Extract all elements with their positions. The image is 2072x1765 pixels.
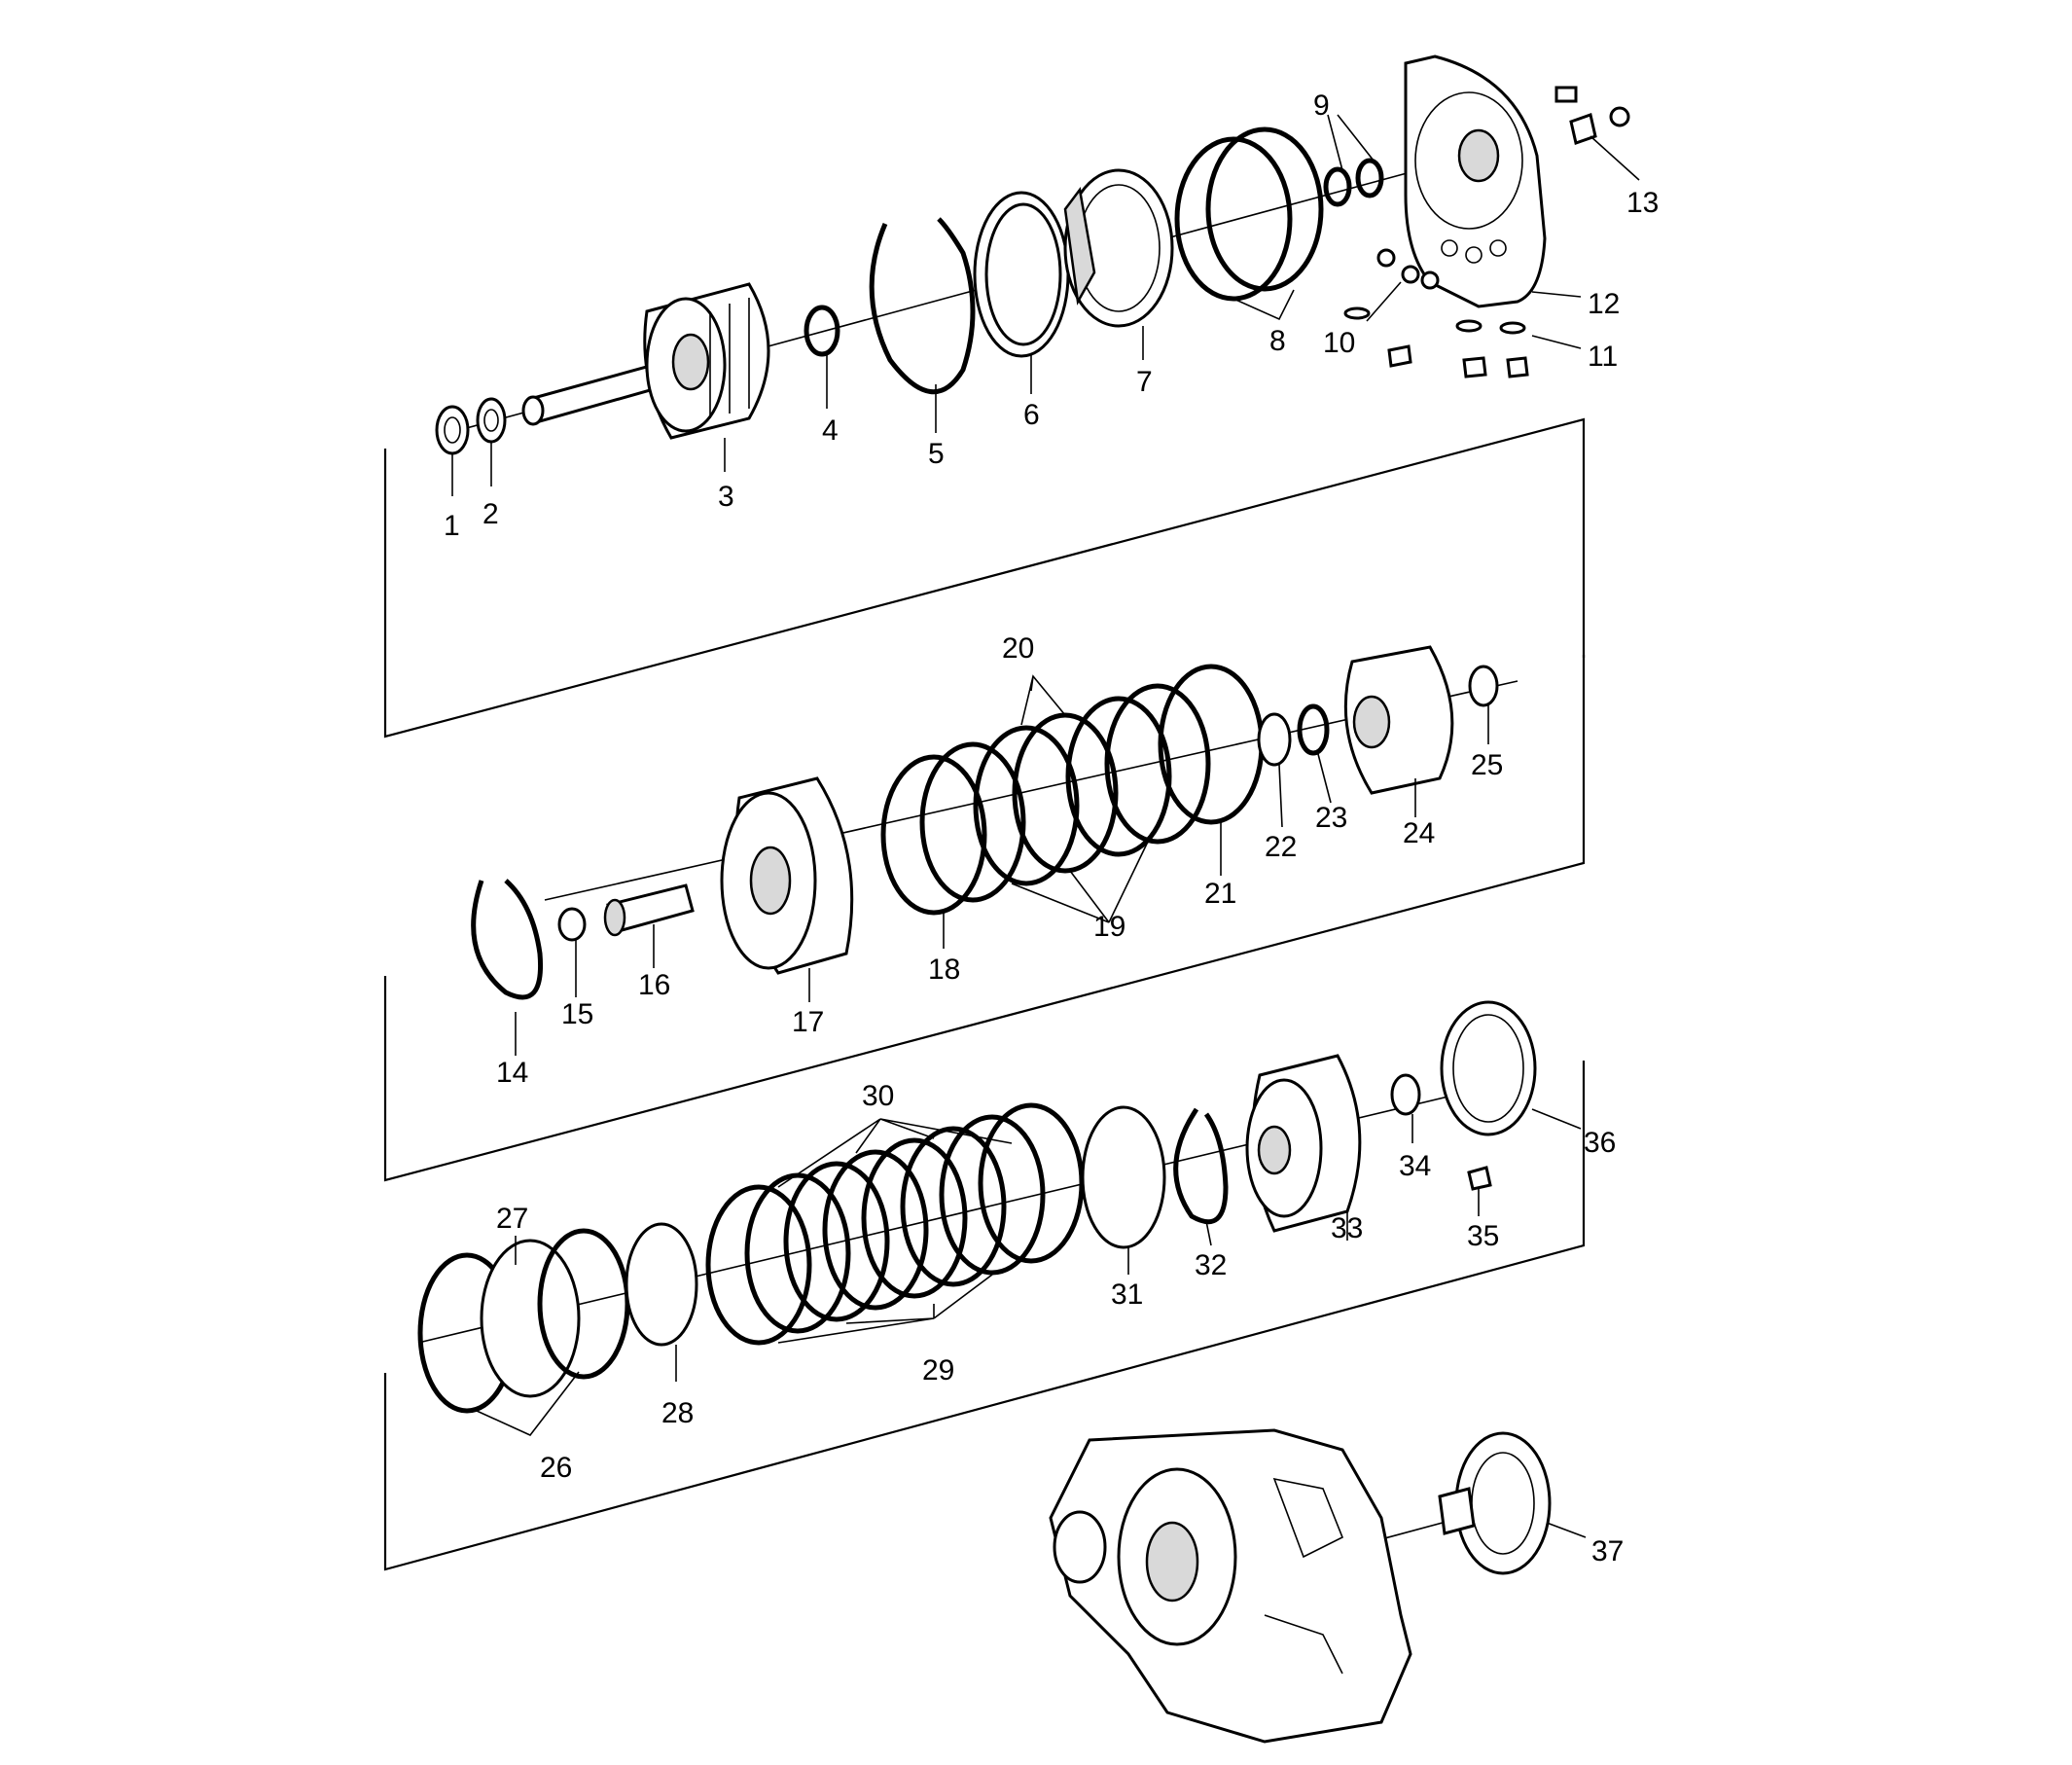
part-10-washers — [1376, 248, 1440, 290]
part-14-snap-ring — [471, 879, 544, 1000]
callout-33: 33 — [1331, 1212, 1363, 1244]
transmission-case — [1049, 1428, 1412, 1744]
part-1-thrust-bearing — [435, 405, 470, 455]
callout-31: 31 — [1111, 1279, 1143, 1311]
part-28-spring-plate — [625, 1222, 698, 1347]
callout-9: 9 — [1313, 90, 1330, 122]
callout-35: 35 — [1467, 1220, 1499, 1252]
part-5-snap-ring — [869, 217, 976, 395]
callout-11: 11 — [1588, 341, 1618, 373]
part-17-clutch-housing — [720, 776, 854, 975]
callout-7: 7 — [1136, 366, 1153, 398]
callout-2: 2 — [482, 498, 499, 530]
part-12-case-cover — [1404, 54, 1547, 308]
part-13-bolts — [1554, 86, 1630, 145]
callout-21: 21 — [1204, 878, 1236, 910]
callout-3: 3 — [718, 481, 734, 513]
callout-23: 23 — [1315, 802, 1347, 834]
callout-17: 17 — [792, 1006, 824, 1038]
part-32-snap-ring — [1173, 1107, 1229, 1225]
callout-24: 24 — [1403, 817, 1435, 849]
callout-14: 14 — [496, 1057, 528, 1089]
callout-16: 16 — [638, 969, 670, 1001]
callout-27: 27 — [496, 1203, 528, 1235]
callout-5: 5 — [928, 438, 945, 470]
callout-37: 37 — [1591, 1535, 1624, 1567]
part-25-washer — [1468, 665, 1499, 707]
part-2-washer — [476, 397, 507, 444]
callout-25: 25 — [1471, 749, 1503, 781]
callout-32: 32 — [1195, 1249, 1227, 1281]
part-35-clip — [1467, 1166, 1492, 1191]
leader-lines — [451, 114, 1640, 1538]
part-33-reverse-drum — [1245, 1054, 1362, 1233]
callout-34: 34 — [1399, 1150, 1431, 1182]
panel-frames — [383, 417, 1586, 1571]
part-24-gear-hub — [1343, 645, 1454, 795]
callout-36: 36 — [1584, 1127, 1616, 1159]
callout-10: 10 — [1323, 327, 1355, 359]
part-6-backing-plate — [973, 191, 1070, 358]
part-15-bearing — [557, 907, 587, 942]
callout-20: 20 — [1002, 632, 1034, 665]
callout-15: 15 — [561, 998, 593, 1030]
part-9-small-seals — [1323, 158, 1384, 207]
part-29-30-clutch-pack — [705, 1102, 1085, 1346]
callout-8: 8 — [1269, 325, 1286, 357]
part-4-ring — [804, 305, 840, 357]
callout-22: 22 — [1265, 831, 1297, 863]
callout-4: 4 — [822, 414, 839, 447]
callout-12: 12 — [1588, 288, 1620, 320]
callout-1: 1 — [444, 510, 460, 542]
callout-30: 30 — [862, 1080, 894, 1112]
part-11-orings-plugs — [1343, 306, 1529, 378]
callout-6: 6 — [1023, 399, 1040, 431]
callout-13: 13 — [1626, 187, 1659, 219]
part-8-seal-rings — [1174, 126, 1324, 302]
part-18-21-clutch-pack — [880, 664, 1265, 916]
part-7-piston-housing — [1063, 168, 1174, 328]
part-36-ring-gear — [1440, 1000, 1537, 1136]
part-37-torque-converter — [1438, 1431, 1552, 1575]
part-34-washer — [1390, 1073, 1421, 1116]
callout-labels: 1 2 3 4 5 6 7 8 9 10 11 12 13 14 15 16 1… — [444, 90, 1659, 1567]
callout-29: 29 — [922, 1354, 954, 1387]
callout-18: 18 — [928, 954, 960, 986]
part-3-clutch-drum-shaft — [521, 282, 770, 440]
part-16-sun-shaft — [603, 883, 695, 937]
callout-28: 28 — [661, 1397, 694, 1429]
callout-19: 19 — [1093, 911, 1125, 943]
callout-26: 26 — [540, 1452, 572, 1484]
part-26-27-piston-seals — [417, 1228, 630, 1414]
part-31-reaction-plate — [1081, 1105, 1166, 1249]
part-22-23-washers — [1257, 703, 1330, 767]
